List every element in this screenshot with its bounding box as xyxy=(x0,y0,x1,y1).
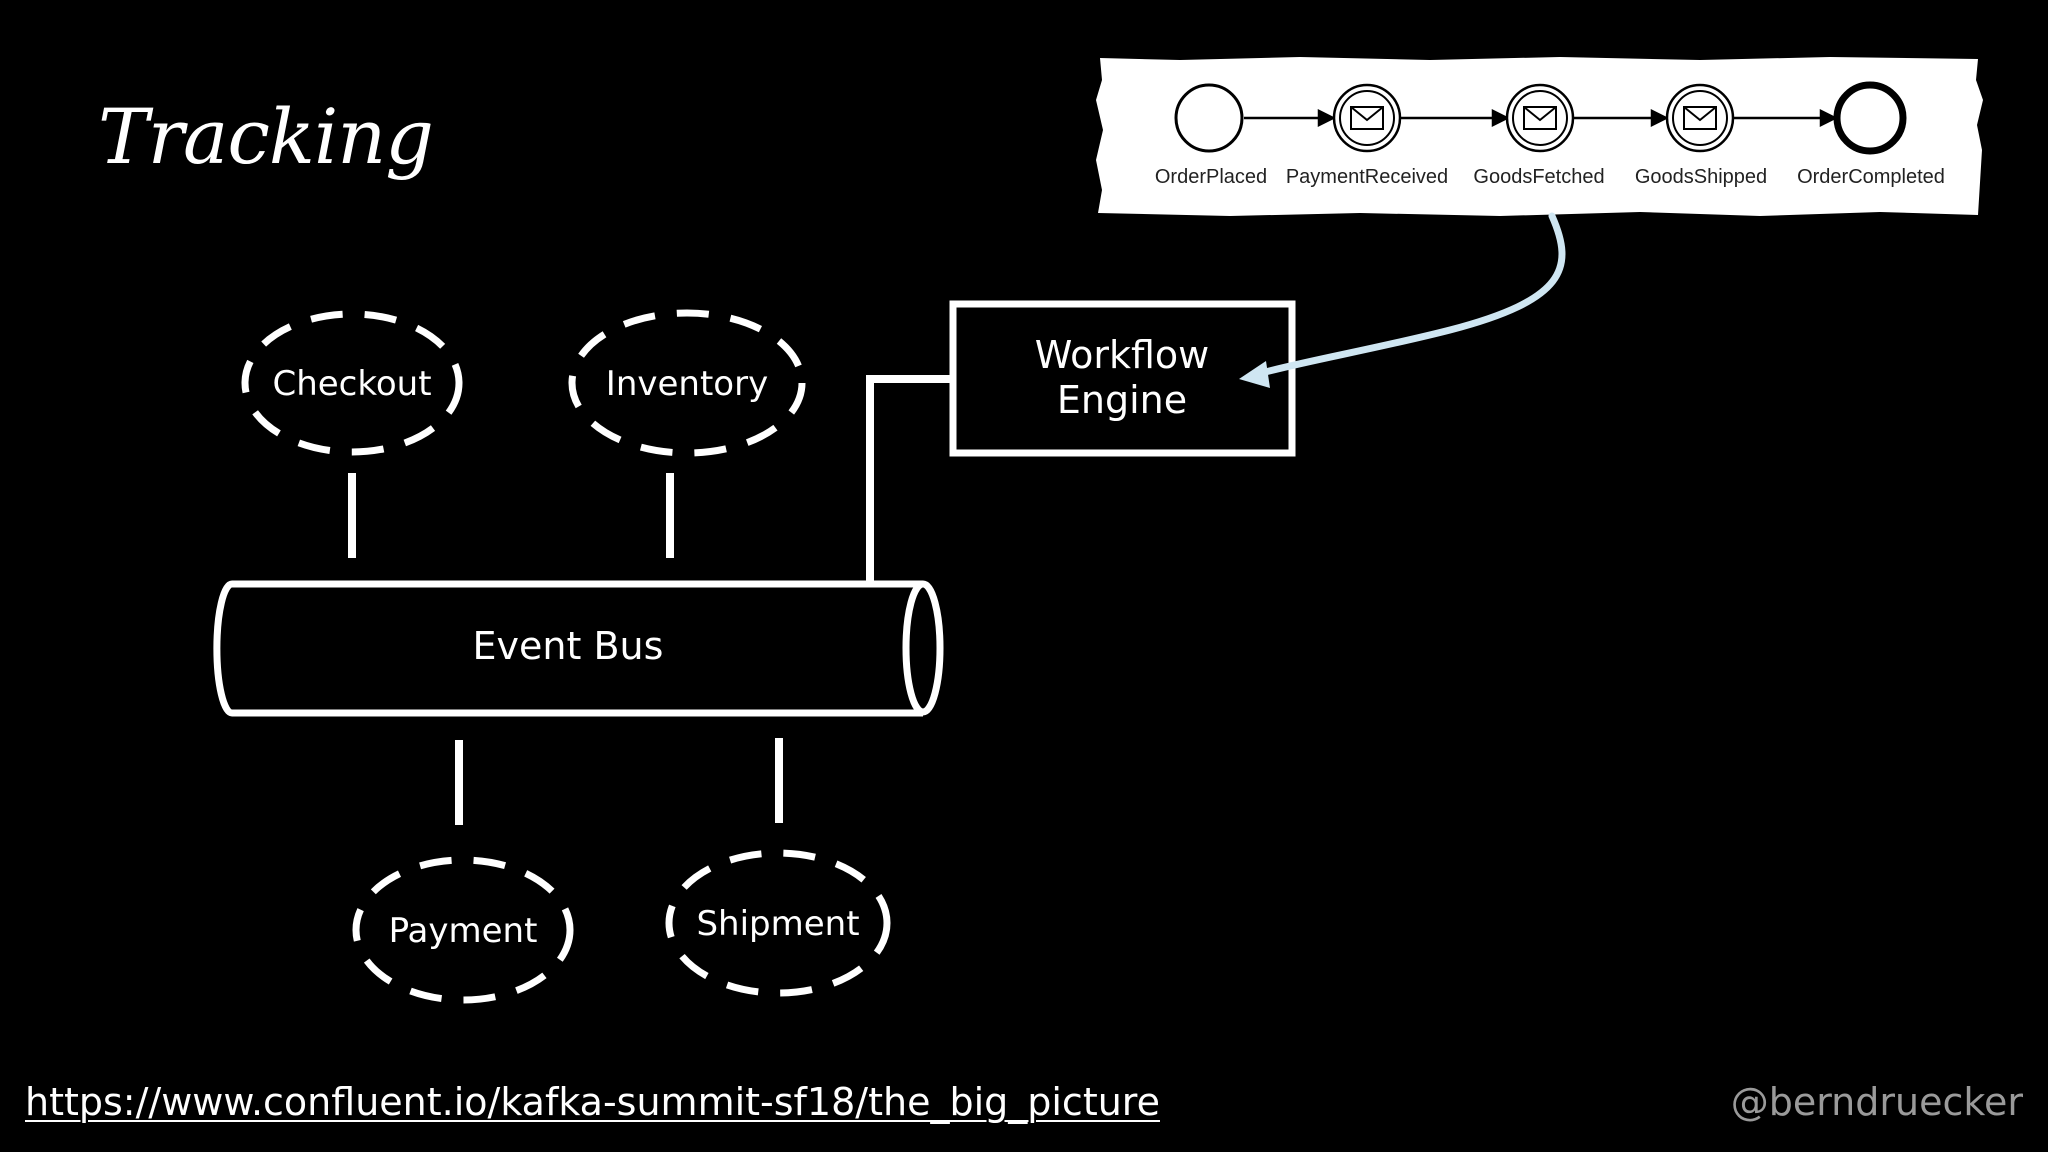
workflow-engine-connector xyxy=(866,375,952,584)
envelope-icon xyxy=(1350,106,1384,130)
slide-title: Tracking xyxy=(98,92,434,181)
event-bus-end-cap xyxy=(902,580,944,716)
deploy-arrow-curve xyxy=(1254,212,1566,378)
author-handle: @berndruecker xyxy=(1730,1080,2023,1124)
source-link[interactable]: https://www.confluent.io/kafka-summit-sf… xyxy=(25,1080,1160,1124)
bpmn-label-payment-received: PaymentReceived xyxy=(1286,166,1448,188)
envelope-icon xyxy=(1683,106,1717,130)
envelope-icon xyxy=(1523,106,1557,130)
bpmn-process-panel: OrderPlaced PaymentReceived GoodsFetched… xyxy=(1096,57,1983,216)
service-payment-ellipse xyxy=(352,856,574,1004)
deploy-arrow xyxy=(1239,212,1566,388)
service-checkout-label: Checkout xyxy=(272,364,431,404)
service-inventory: Inventory xyxy=(568,309,806,457)
bpmn-label-order-completed: OrderCompleted xyxy=(1797,166,1945,188)
service-shipment-ellipse xyxy=(665,849,891,997)
bpmn-message-event-payment-received xyxy=(1332,83,1402,153)
bpmn-message-event-goods-fetched xyxy=(1505,83,1575,153)
bpmn-sequence-flows xyxy=(1244,108,1838,128)
flow-1-arrowhead xyxy=(1317,108,1336,128)
service-shipment-label: Shipment xyxy=(696,904,859,944)
flow-2-arrowhead xyxy=(1491,108,1510,128)
workflow-engine-label-line1: Workflow xyxy=(1035,333,1210,377)
event-bus: Event Bus xyxy=(213,580,944,717)
service-payment-label: Payment xyxy=(389,911,538,951)
service-shipment: Shipment xyxy=(665,849,891,997)
bpmn-label-goods-fetched: GoodsFetched xyxy=(1473,166,1604,188)
service-payment: Payment xyxy=(352,856,574,1004)
service-inventory-ellipse xyxy=(568,309,806,457)
workflow-engine: Workflow Engine xyxy=(949,300,1296,457)
event-bus-body xyxy=(213,580,923,717)
deploy-arrow-head xyxy=(1239,361,1270,388)
bpmn-message-event-goods-shipped xyxy=(1665,83,1735,153)
flow-3-arrowhead xyxy=(1650,108,1669,128)
workflow-engine-label-line2: Engine xyxy=(1057,378,1187,422)
service-checkout-ellipse xyxy=(241,310,463,456)
bpmn-label-order-placed: OrderPlaced xyxy=(1155,166,1267,188)
bpmn-start-event xyxy=(1174,83,1244,153)
bpmn-label-goods-shipped: GoodsShipped xyxy=(1635,166,1767,188)
flow-4-arrowhead xyxy=(1819,108,1838,128)
service-inventory-label: Inventory xyxy=(606,364,768,404)
event-bus-label: Event Bus xyxy=(473,624,664,668)
workflow-engine-box xyxy=(949,300,1296,457)
bpmn-end-event xyxy=(1833,81,1907,155)
service-checkout: Checkout xyxy=(241,310,463,456)
